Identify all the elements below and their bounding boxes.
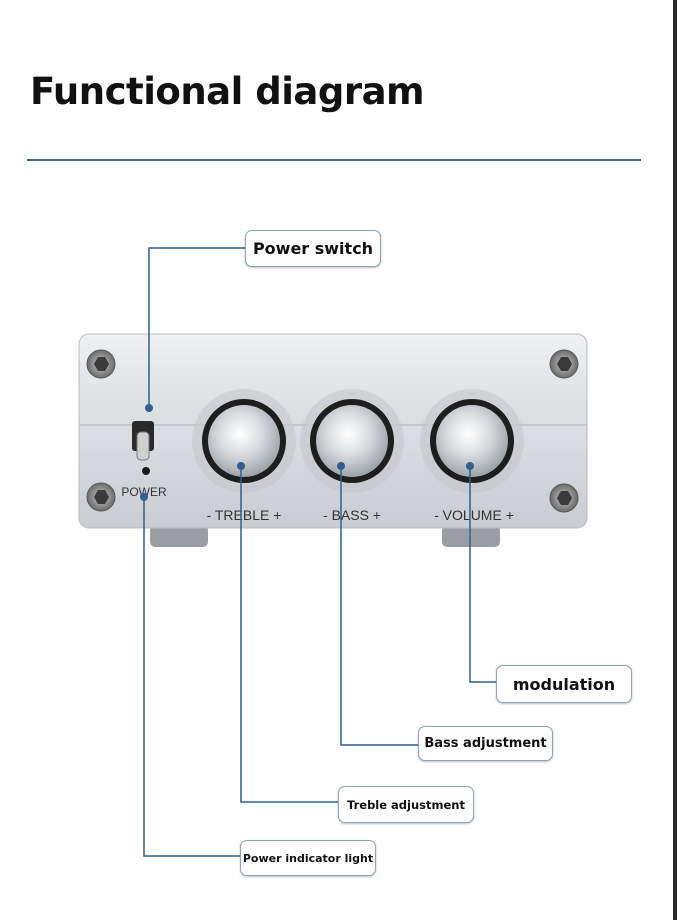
- power-toggle-switch-icon: [132, 421, 154, 461]
- callout-power-indicator-light: Power indicator light: [240, 840, 376, 876]
- anchor-dot-bass: [337, 462, 345, 470]
- callout-treble-adjustment: Treble adjustment: [338, 786, 474, 823]
- volume-knob-icon: [420, 389, 524, 493]
- callout-modulation: modulation: [496, 665, 632, 703]
- left-foot: [150, 525, 208, 547]
- anchor-dot-power-switch: [145, 404, 153, 412]
- page-title: Functional diagram: [30, 70, 425, 113]
- power-panel-label: POWER: [121, 485, 167, 499]
- screw-top-left-icon: [86, 349, 116, 379]
- right-foot: [442, 525, 500, 547]
- title-divider: [27, 159, 641, 161]
- treble-panel-label: - TREBLE +: [207, 507, 282, 523]
- anchor-dot-power-indicator: [140, 493, 148, 501]
- callout-power-switch: Power switch: [245, 230, 381, 267]
- screw-bottom-left-icon: [86, 482, 116, 512]
- power-led-icon: [142, 467, 150, 475]
- volume-panel-label: - VOLUME +: [434, 507, 514, 523]
- bass-panel-label: - BASS +: [323, 507, 381, 523]
- screw-top-right-icon: [549, 349, 579, 379]
- leader-treble: [240, 466, 338, 803]
- anchor-dot-treble: [237, 462, 245, 470]
- leader-bass: [340, 466, 418, 746]
- bass-knob-icon: [300, 389, 404, 493]
- callout-bass-adjustment: Bass adjustment: [418, 726, 553, 761]
- leader-modulation: [469, 466, 496, 683]
- leader-power-switch: [148, 247, 246, 408]
- treble-knob-icon: [192, 389, 296, 493]
- anchor-dot-volume: [466, 462, 474, 470]
- leader-power-indicator: [143, 497, 240, 857]
- right-border: [673, 0, 677, 920]
- screw-bottom-right-icon: [549, 483, 579, 513]
